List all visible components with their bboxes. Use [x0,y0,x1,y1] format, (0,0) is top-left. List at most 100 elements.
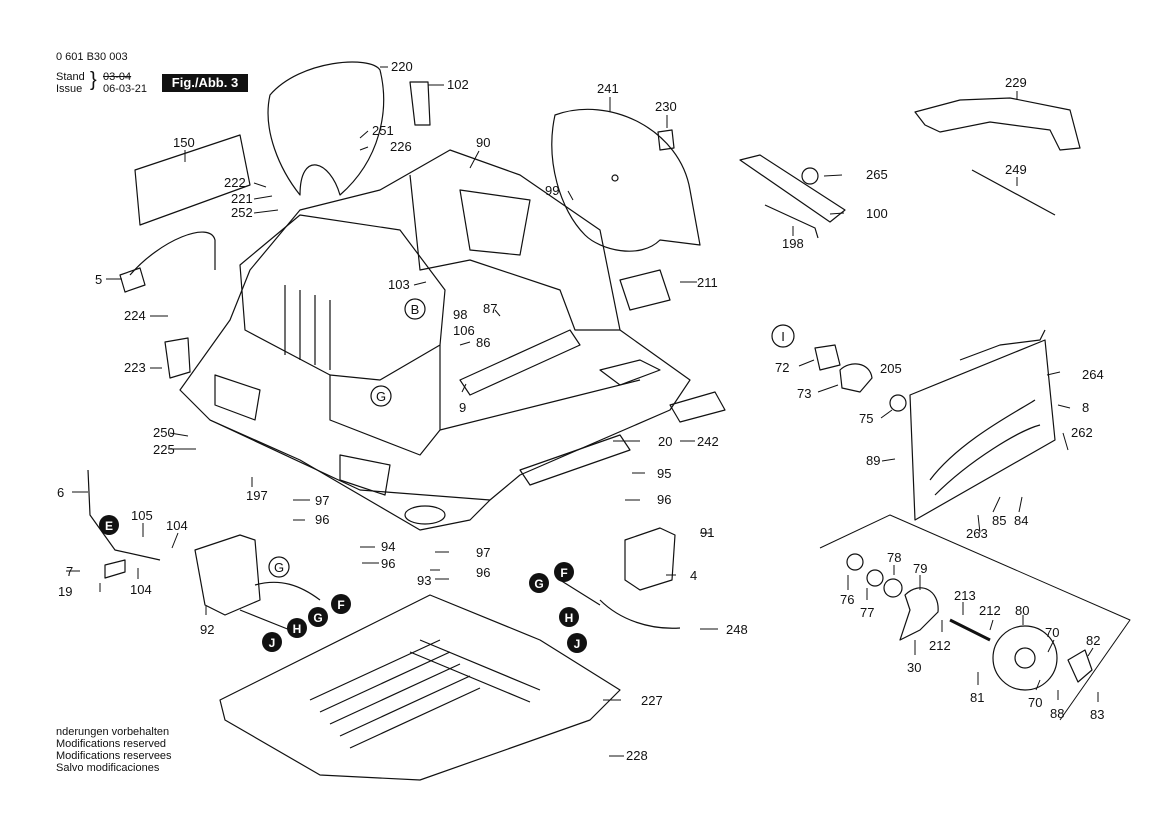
callout: 264 [1082,367,1104,382]
callout: 79 [913,561,927,576]
part-number: 0 601 B30 003 [56,51,128,63]
callout: 84 [1014,513,1028,528]
callout: 241 [597,81,619,96]
callout: 88 [1050,706,1064,721]
figure-label: Fig./Abb. 3 [162,74,248,92]
callout: 220 [391,59,413,74]
label-plate [669,391,726,423]
callout: 223 [124,360,146,375]
callout: 86 [476,335,490,350]
callout: 6 [57,485,64,500]
callout: 98 [453,307,467,322]
marker-circle [308,607,328,627]
leader-lines [66,66,1099,757]
marker-label: G [274,560,284,575]
callout: 4 [690,568,697,583]
marker-label: G [313,611,322,625]
callout: 77 [860,605,874,620]
callout: 227 [641,693,663,708]
callout: 97 [315,493,329,508]
assembly-outline [819,514,1131,721]
marker-circle [99,515,119,535]
push-stick [914,97,1081,151]
callout: 7 [66,564,73,579]
marker-label: F [560,566,567,580]
marker-circle [287,618,307,638]
marker-circle [771,324,795,348]
callout: 263 [966,526,988,541]
callout: 242 [697,434,719,449]
callout: 81 [970,690,984,705]
callout: 20 [658,434,672,449]
callout: 95 [657,466,671,481]
callout: 221 [231,191,253,206]
callout: 212 [979,603,1001,618]
power-cord [129,231,216,276]
callout: 8 [1082,400,1089,415]
wire [559,579,601,606]
clamp [104,559,126,579]
callout: 104 [166,518,188,533]
callout: 252 [231,205,253,220]
callout: 211 [697,275,718,290]
fence-plate [909,329,1056,521]
callout: 251 [372,123,394,138]
allen-key [764,204,819,239]
handwheel [992,625,1058,691]
callout: 94 [381,539,395,554]
marker-label: G [534,577,543,591]
bevel-lever [839,363,873,393]
callout: 76 [840,592,854,607]
bevel-clamp [899,587,939,641]
blade-guard [267,61,385,196]
callout: 222 [224,175,246,190]
callout: 82 [1086,633,1100,648]
nut [883,578,903,598]
callout: 262 [1071,425,1093,440]
knob [1067,649,1093,683]
callout: 99 [545,183,559,198]
riving-knife [409,81,431,126]
callout: 72 [775,360,789,375]
label-plate [619,269,671,311]
callout: 80 [1015,603,1029,618]
callout: 96 [657,492,671,507]
washer [866,569,884,587]
callout: 250 [153,425,175,440]
marker-circle [262,632,282,652]
brace: } [90,69,97,91]
callout: 248 [726,622,748,637]
callout: 96 [315,512,329,527]
callout: 70 [1028,695,1042,710]
hex-key [971,169,1056,216]
callout: 224 [124,308,146,323]
spring [814,344,841,371]
callout: 265 [866,167,888,182]
callout: 78 [887,550,901,565]
callout: 229 [1005,75,1027,90]
callout: 19 [58,584,72,599]
callout: 225 [153,442,175,457]
marker-circle [554,562,574,582]
spring [949,618,991,642]
marker-label: I [781,329,785,344]
washer [889,394,907,412]
callout: 70 [1045,625,1059,640]
callout: 89 [866,453,880,468]
motor-capacitor [194,534,321,631]
plug [119,267,146,293]
callout: 5 [95,272,102,287]
callout: 106 [453,323,475,338]
callout: 249 [1005,162,1027,177]
marker-label: F [337,598,344,612]
markers: I B G G E F G H J F G H J [99,298,795,653]
marker-circle [331,594,351,614]
callout: 105 [131,508,153,523]
switch-box [624,527,676,591]
callout-numbers: 220 102 241 230 229 150 90 251 226 222 2… [57,59,1104,763]
callout: 212 [929,638,951,653]
wrench [739,154,846,223]
label-plate [459,329,581,396]
callout: 85 [992,513,1006,528]
